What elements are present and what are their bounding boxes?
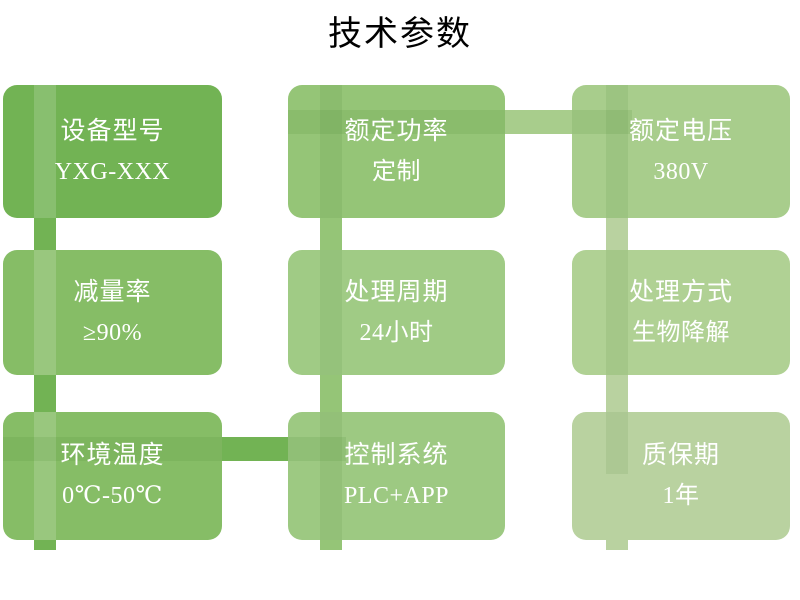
card-value: 24小时 [359, 319, 434, 346]
card-rated-power[interactable]: 额定功率 定制 [288, 85, 505, 218]
card-overlay-strip [606, 412, 628, 474]
card-reduction-rate[interactable]: 减量率 ≥90% [3, 250, 222, 375]
card-value: 0℃-50℃ [62, 483, 163, 509]
card-treatment-method[interactable]: 处理方式 生物降解 [572, 250, 790, 375]
card-overlay-bar [288, 437, 346, 461]
card-label: 处理周期 [344, 278, 449, 306]
card-overlay-strip [320, 250, 342, 375]
card-overlay-strip [606, 85, 628, 218]
card-value: YXG-XXX [54, 158, 171, 185]
card-label: 额定功率 [344, 117, 449, 145]
card-value: 380V [653, 158, 709, 185]
card-label: 质保期 [641, 442, 720, 469]
card-label: 减量率 [73, 278, 152, 306]
card-value: 1年 [662, 483, 700, 509]
card-value: PLC+APP [343, 483, 450, 509]
card-overlay-strip [34, 250, 56, 375]
card-device-model[interactable]: 设备型号 YXG-XXX [3, 85, 222, 218]
card-rated-voltage[interactable]: 额定电压 380V [572, 85, 790, 218]
card-overlay-strip [34, 85, 56, 218]
card-label: 额定电压 [628, 117, 733, 145]
card-overlay-bar [572, 110, 632, 134]
card-overlay-strip [34, 412, 56, 540]
card-label: 控制系统 [344, 442, 449, 469]
card-overlay-strip [606, 250, 628, 375]
card-warranty-period[interactable]: 质保期 1年 [572, 412, 790, 540]
card-overlay-strip [320, 85, 342, 218]
card-overlay-strip [320, 412, 342, 540]
card-treatment-cycle[interactable]: 处理周期 24小时 [288, 250, 505, 375]
card-label: 处理方式 [628, 278, 733, 306]
card-label: 设备型号 [60, 117, 165, 145]
card-value: ≥90% [82, 319, 143, 346]
page-title: 技术参数 [328, 15, 472, 53]
card-label: 环境温度 [60, 442, 165, 469]
card-ambient-temperature[interactable]: 环境温度 0℃-50℃ [3, 412, 222, 540]
card-value: 定制 [371, 158, 421, 185]
card-control-system[interactable]: 控制系统 PLC+APP [288, 412, 505, 540]
card-value: 生物降解 [631, 319, 730, 346]
